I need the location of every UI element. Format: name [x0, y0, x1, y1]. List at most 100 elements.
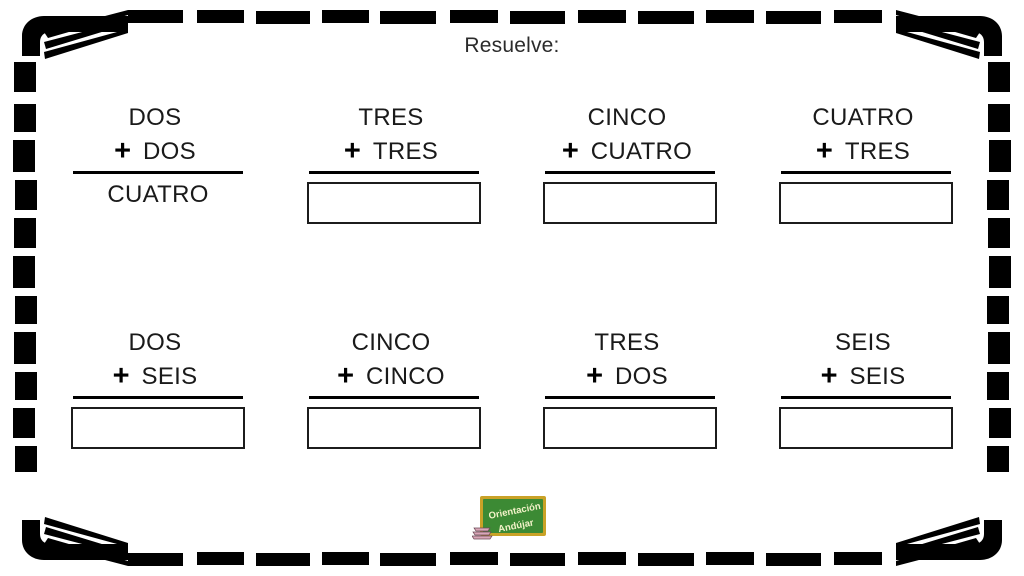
border-dash-top	[450, 10, 498, 23]
border-dash-top	[256, 11, 310, 24]
problem-2: TRES + TRES	[276, 104, 512, 225]
corner-ornament-bottom-right	[894, 486, 1014, 574]
sum-rule	[780, 396, 952, 400]
problem-6: CINCO + CINCO	[276, 329, 512, 450]
problem-3: CINCO + CUATRO	[512, 104, 748, 225]
addend-row: + TRES	[290, 137, 498, 166]
sum-rule	[308, 171, 480, 175]
problem-4: CUATRO + TRES	[748, 104, 984, 225]
border-dash-top	[510, 11, 565, 24]
addend-row: + SEIS	[762, 362, 970, 391]
problems-row-2: DOS + SEIS CINCO + CINCO TRES	[40, 329, 984, 450]
sum-rule	[544, 396, 716, 400]
border-dash-bottom	[450, 552, 498, 565]
border-dash-right	[987, 180, 1009, 210]
border-dash-top	[706, 10, 754, 23]
border-dash-right	[987, 296, 1009, 324]
addend-bottom: DOS	[143, 138, 196, 166]
border-dash-bottom	[322, 552, 369, 565]
border-dash-left	[15, 296, 37, 324]
border-dash-bottom	[197, 552, 244, 565]
addend-top: CINCO	[351, 329, 431, 357]
border-dash-bottom	[380, 553, 436, 566]
border-dash-bottom	[834, 552, 882, 565]
border-dash-top	[578, 10, 626, 23]
border-dash-right	[989, 140, 1011, 172]
border-dash-right	[989, 256, 1011, 288]
border-dash-bottom	[128, 553, 183, 566]
addend-bottom: CUATRO	[590, 138, 693, 166]
addend-top: TRES	[594, 329, 660, 357]
addend-top: CUATRO	[812, 104, 914, 131]
border-dash-top	[766, 11, 821, 24]
addend-row: + TRES	[762, 137, 970, 166]
border-dash-bottom	[638, 553, 694, 566]
plus-icon: +	[112, 360, 130, 393]
border-dash-left	[14, 218, 36, 248]
problem-1: DOS + DOS CUATRO	[40, 105, 276, 224]
plus-icon: +	[820, 360, 838, 393]
answer-box[interactable]	[306, 407, 482, 450]
border-dash-right	[987, 372, 1009, 400]
books-icon	[472, 527, 493, 540]
addend-top: DOS	[128, 329, 182, 357]
addend-top: SEIS	[835, 329, 891, 357]
addend-top: TRES	[358, 104, 424, 131]
border-dash-top	[380, 11, 436, 24]
plus-icon: +	[586, 360, 603, 393]
border-dash-right	[987, 446, 1009, 472]
sum-rule	[72, 171, 244, 175]
problem-7: TRES + DOS	[512, 329, 748, 450]
border-dash-bottom	[256, 553, 310, 566]
border-dash-top	[128, 10, 183, 23]
border-dash-left	[14, 104, 36, 132]
sum-rule	[72, 396, 244, 400]
corner-ornament-bottom-left	[10, 486, 130, 574]
addend-top: CINCO	[587, 104, 667, 131]
answer-box[interactable]	[778, 182, 954, 225]
orientacion-andujar-logo: Orientación Andújar	[472, 494, 552, 542]
answer-box[interactable]	[306, 182, 482, 225]
addend-bottom: DOS	[615, 363, 668, 391]
border-dash-right	[988, 332, 1010, 364]
border-dash-left	[15, 372, 37, 400]
border-dash-bottom	[510, 553, 565, 566]
addend-bottom: TRES	[844, 138, 911, 166]
border-dash-top	[834, 10, 882, 23]
addend-bottom: TRES	[372, 138, 439, 166]
sum-rule	[544, 171, 716, 175]
answer-box[interactable]	[542, 407, 718, 450]
addend-row: + DOS	[526, 362, 734, 391]
border-dash-right	[989, 408, 1011, 438]
border-dash-right	[988, 62, 1010, 92]
border-dash-left	[13, 408, 35, 438]
answer-value: CUATRO	[107, 181, 209, 209]
border-dash-left	[14, 332, 36, 364]
addend-top: DOS	[128, 104, 182, 131]
sum-rule	[780, 171, 952, 175]
border-dash-right	[988, 104, 1010, 132]
border-dash-left	[15, 180, 37, 210]
problem-5: DOS + SEIS	[40, 329, 276, 450]
border-dash-bottom	[766, 553, 821, 566]
border-dash-left	[15, 446, 37, 472]
addend-bottom: SEIS	[849, 363, 906, 391]
addend-row: + DOS	[54, 137, 262, 166]
addend-row: + CINCO	[290, 362, 498, 391]
answer-box[interactable]	[778, 407, 954, 450]
addend-bottom: SEIS	[141, 363, 198, 391]
border-dash-top	[638, 11, 694, 24]
addend-row: + SEIS	[54, 362, 262, 391]
plus-icon: +	[343, 135, 361, 168]
border-dash-left	[13, 140, 35, 172]
border-dash-bottom	[706, 552, 754, 565]
page-title: Resuelve:	[464, 34, 560, 57]
answer-box[interactable]	[542, 182, 718, 225]
sum-rule	[308, 396, 480, 400]
addend-row: + CUATRO	[526, 137, 734, 166]
answer-box[interactable]	[70, 407, 246, 450]
plus-icon: +	[114, 135, 131, 168]
problems-row-1: DOS + DOS CUATRO TRES + TRES CINCO	[40, 104, 984, 225]
plus-icon: +	[815, 135, 833, 168]
